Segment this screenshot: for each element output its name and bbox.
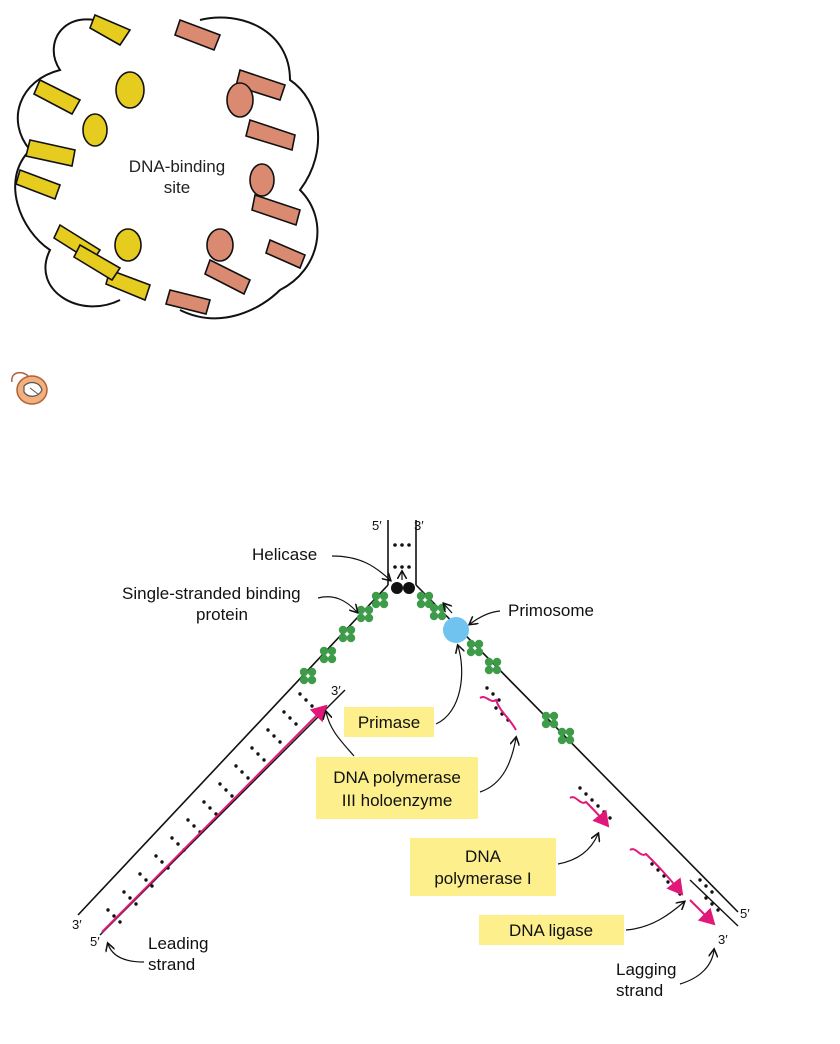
- ssb-label-1: Single-stranded binding: [122, 584, 301, 603]
- bottom-left-3prime: 3′: [72, 917, 82, 932]
- pol3-label-1: DNA polymerase: [333, 768, 461, 787]
- helicase-ring-structure: DNA-binding site: [15, 15, 318, 318]
- helicase-dot-right: [403, 582, 415, 594]
- ring-center-label-1: DNA-binding: [129, 157, 225, 176]
- ligase-label: DNA ligase: [509, 921, 593, 940]
- top-right-3prime: 3′: [414, 518, 424, 533]
- mouse-icon[interactable]: [12, 373, 47, 404]
- helicase-dot-left: [391, 582, 403, 594]
- leading-3prime-label: 3′: [331, 683, 341, 698]
- bottom-right-3prime: 3′: [718, 932, 728, 947]
- bottom-left-5prime: 5′: [90, 934, 100, 949]
- primosome-blob: [443, 617, 469, 643]
- helicase-label: Helicase: [252, 545, 317, 564]
- pol3-label-2: III holoenzyme: [342, 791, 453, 810]
- ring-center-label-2: site: [164, 178, 190, 197]
- ssb-label-2: protein: [196, 605, 248, 624]
- top-left-5prime: 5′: [372, 518, 382, 533]
- pol1-label-1: DNA: [465, 847, 502, 866]
- bottom-right-5prime: 5′: [740, 906, 750, 921]
- primase-label: Primase: [358, 713, 420, 732]
- replication-fork: 5′ 3′ 3′ 3′ 5′ 5′ 3′ Helicase Single-str…: [72, 518, 750, 1000]
- leading-new-strand: [102, 706, 326, 932]
- leading-strand-label-1: Leading: [148, 934, 209, 953]
- lagging-strand-label-1: Lagging: [616, 960, 677, 979]
- primosome-label: Primosome: [508, 601, 594, 620]
- lagging-strand-label-2: strand: [616, 981, 663, 1000]
- leading-strand-bases: [106, 692, 313, 923]
- leading-strand-label-2: strand: [148, 955, 195, 974]
- pol1-label-2: polymerase I: [434, 869, 531, 888]
